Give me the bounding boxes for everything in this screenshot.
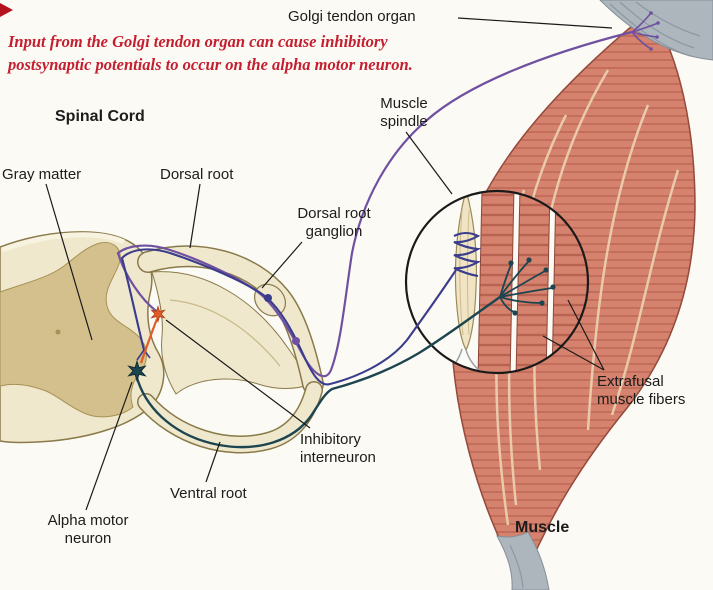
tendon-bottom-streak bbox=[509, 544, 524, 589]
alpha-motor-neuron-soma bbox=[127, 359, 147, 383]
leader-gray-matter bbox=[45, 183, 93, 341]
leader-dorsal-root-ganglion bbox=[261, 241, 303, 289]
golgi-tendon-organ-ending bbox=[631, 12, 659, 50]
label-dorsal-root: Dorsal root bbox=[160, 166, 234, 183]
leader-lines bbox=[45, 17, 613, 511]
endplate-boutons bbox=[508, 257, 556, 316]
alpha-motor-axon bbox=[135, 257, 556, 449]
ganglion-soma-spindle-afferent bbox=[264, 294, 272, 302]
gray-matter-region bbox=[0, 241, 147, 418]
inhibitory-interneuron-soma bbox=[150, 305, 166, 323]
inset-circle-outline bbox=[404, 189, 590, 375]
interneuron-axon bbox=[139, 318, 159, 364]
ganglion-soma-gto-afferent bbox=[292, 337, 300, 345]
spinal-cord-highlight bbox=[1, 232, 126, 253]
label-muscle-spindle: Muscle spindle bbox=[380, 95, 428, 130]
extrafusal-fiber-2-striation bbox=[516, 191, 550, 373]
leader-golgi-tendon-organ bbox=[457, 17, 613, 29]
leader-muscle-spindle bbox=[405, 131, 453, 195]
annotation-line-1: Input from the Golgi tendon organ can ca… bbox=[8, 32, 388, 51]
nerve-fibers bbox=[116, 11, 660, 449]
label-alpha-motor-neuron: Alpha motor neuron bbox=[47, 512, 129, 547]
label-golgi-tendon-organ: Golgi tendon organ bbox=[288, 8, 416, 25]
extrafusal-fiber-1-striation bbox=[478, 191, 514, 373]
root-fold-tissue bbox=[151, 271, 312, 395]
label-ventral-root: Ventral root bbox=[170, 485, 247, 502]
gto-ending-boutons bbox=[649, 11, 660, 51]
annotation-text: Input from the Golgi tendon organ can ca… bbox=[8, 30, 413, 76]
label-extrafusal-muscle-fibers: Extrafusal muscle fibers bbox=[597, 373, 686, 408]
label-muscle: Muscle bbox=[515, 519, 570, 536]
leader-extrafusal-1 bbox=[567, 299, 605, 371]
central-canal bbox=[55, 329, 61, 335]
page-corner-mark bbox=[0, 3, 13, 17]
annulospiral-ending bbox=[453, 231, 482, 278]
muscle-tendon-bottom bbox=[496, 531, 550, 590]
annotation-line-2: postsynaptic potentials to occur on the … bbox=[8, 55, 413, 74]
label-spinal-cord: Spinal Cord bbox=[55, 108, 145, 125]
label-gray-matter: Gray matter bbox=[2, 166, 82, 183]
label-inhibitory-interneuron: Inhibitory interneuron bbox=[300, 431, 376, 466]
leader-ventral-root bbox=[205, 441, 221, 483]
leader-alpha-motor-neuron bbox=[85, 381, 133, 511]
ventral-root-sleeve bbox=[138, 382, 322, 452]
leader-extrafusal-2 bbox=[542, 335, 605, 371]
leader-dorsal-root bbox=[189, 183, 201, 249]
motor-endplates bbox=[499, 261, 553, 313]
root-fold-inner-line bbox=[169, 299, 281, 367]
label-dorsal-root-ganglion: Dorsal root ganglion bbox=[297, 205, 371, 240]
gto-afferent-fiber bbox=[116, 11, 660, 378]
leader-inhibitory-interneuron bbox=[165, 319, 311, 429]
spindle-afferent-fiber bbox=[120, 231, 482, 386]
